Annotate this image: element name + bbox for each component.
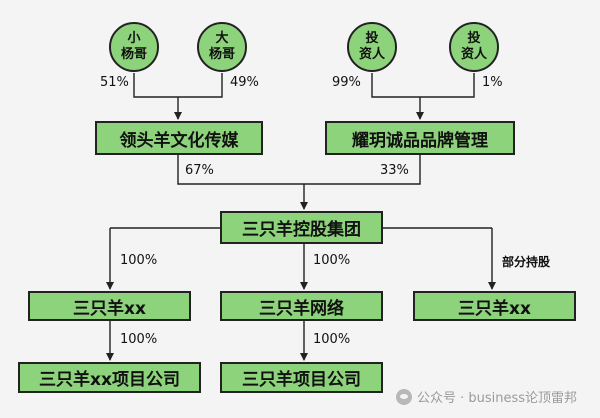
shareholder-line1: 投	[467, 31, 481, 46]
connector-investors	[371, 73, 475, 98]
shareholder-line2: 资人	[460, 47, 487, 62]
pct-yaoyue: 33%	[380, 163, 409, 178]
company-yaoyue: 耀玥诚品品牌管理	[325, 121, 515, 155]
shareholder-xiaoyang: 小 杨哥	[109, 22, 159, 72]
pct-project-mid: 100%	[313, 332, 351, 347]
wechat-icon	[396, 388, 412, 405]
shareholder-line1: 投	[365, 31, 379, 46]
company-sanzhiyang-project: 三只羊项目公司	[220, 362, 383, 393]
note-partial-holding: 部分持股	[502, 255, 551, 269]
pct-project-left: 100%	[120, 332, 158, 347]
shareholder-dayang: 大 杨哥	[197, 22, 247, 72]
pct-sub-mid: 100%	[313, 253, 351, 268]
connector-xiaoyang	[133, 73, 223, 98]
pct-lingtouyang: 67%	[185, 163, 214, 178]
company-sanzhiyang-network: 三只羊网络	[220, 291, 383, 321]
company-sanzhiyang-xx: 三只羊xx	[28, 291, 191, 321]
watermark: 公众号 · business论顶雷邦	[396, 387, 577, 406]
shareholder-line1: 小	[127, 31, 141, 46]
shareholder-line2: 资人	[358, 47, 385, 62]
pct-investor-2: 1%	[482, 75, 503, 90]
shareholder-investor-1: 投 资人	[347, 22, 397, 72]
company-lingtouyang: 领头羊文化传媒	[95, 121, 263, 155]
shareholder-investor-2: 投 资人	[449, 22, 499, 72]
pct-investor-1: 99%	[332, 75, 361, 90]
watermark-text: 公众号 · business论顶雷邦	[417, 391, 578, 406]
connector-holdings	[177, 155, 421, 185]
pct-xiaoyang: 51%	[100, 75, 129, 90]
company-sanzhiyang-xx-project: 三只羊xx项目公司	[18, 362, 201, 393]
shareholder-line2: 杨哥	[208, 47, 235, 62]
company-sanzhiyang-group: 三只羊控股集团	[220, 211, 383, 244]
pct-dayang: 49%	[230, 75, 259, 90]
shareholder-line1: 大	[215, 31, 229, 46]
pct-sub-left: 100%	[120, 253, 158, 268]
company-sanzhiyang-xx-partial: 三只羊xx	[413, 291, 576, 321]
shareholder-line2: 杨哥	[120, 47, 147, 62]
